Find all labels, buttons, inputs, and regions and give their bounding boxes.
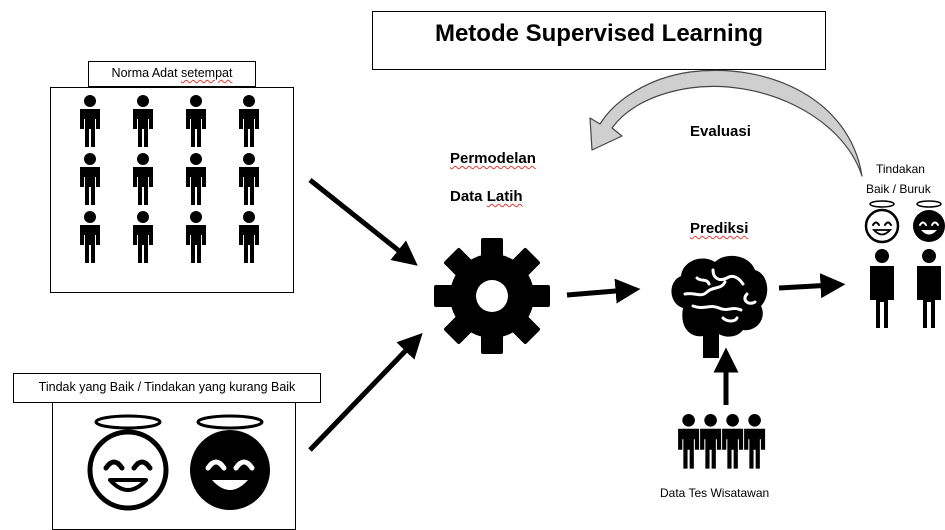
data-latih-label: Data Latih — [450, 188, 523, 205]
evaluasi-curved-arrow — [589, 69, 863, 177]
gear-icon — [434, 238, 550, 354]
arrow-tindak-to-gear — [308, 332, 423, 452]
result-bad-figure — [913, 200, 945, 328]
baik-buruk-label: Baik / Buruk — [866, 182, 931, 196]
person-icon-0-2 — [186, 95, 206, 147]
person-icon-2-2 — [186, 211, 206, 263]
norma-adat-label: Norma Adat setempat — [111, 66, 233, 80]
person-icon-0-1 — [133, 95, 153, 147]
tourist-icon-2 — [722, 414, 744, 469]
tourist-icon-3 — [744, 414, 766, 469]
data-tes-label: Data Tes Wisatawan — [660, 486, 770, 500]
result-good-figure — [864, 200, 900, 328]
tindak-label: Tindak yang Baik / Tindakan yang kurang … — [38, 380, 296, 394]
person-icon-1-3 — [239, 153, 259, 205]
arrow-brain-to-result — [778, 273, 846, 299]
person-icon-0-0 — [80, 95, 100, 147]
norma-adat-label-box — [88, 61, 256, 87]
smiley-good-icon — [87, 414, 169, 511]
diagram-title: Metode Supervised Learning — [434, 20, 764, 47]
evaluasi-label: Evaluasi — [690, 123, 751, 140]
tourist-icon-1 — [700, 414, 722, 469]
arrow-gear-to-brain — [566, 278, 641, 304]
person-icon-2-0 — [80, 211, 100, 263]
person-icon-1-0 — [80, 153, 100, 205]
tindak-label-box — [13, 373, 321, 403]
group-icon — [678, 414, 766, 469]
title-box — [372, 11, 826, 70]
tourist-icon-0 — [678, 414, 700, 469]
tindakan-label: Tindakan — [876, 162, 925, 176]
people-grid — [80, 95, 259, 263]
permodelan-label: Permodelan — [450, 150, 536, 167]
person-icon-2-1 — [133, 211, 153, 263]
arrows-layer — [308, 69, 863, 452]
person-icon-0-3 — [239, 95, 259, 147]
person-icon-1-2 — [186, 153, 206, 205]
smiley-bad-icon — [190, 414, 270, 510]
brain-icon — [671, 255, 768, 358]
person-icon-2-3 — [239, 211, 259, 263]
arrow-norma-to-gear — [308, 178, 418, 266]
person-icon-1-1 — [133, 153, 153, 205]
prediksi-label: Prediksi — [690, 220, 749, 237]
